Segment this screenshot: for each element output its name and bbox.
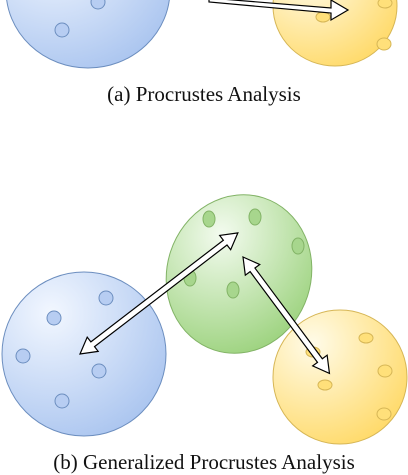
blue-point [15, 348, 31, 364]
yellow-point [358, 332, 374, 344]
blue-point [46, 310, 62, 326]
diagram-canvas [1, 0, 408, 445]
yellow-point [377, 364, 393, 378]
blue-point [91, 363, 107, 379]
blue-point [54, 393, 70, 409]
blue-point [90, 0, 106, 10]
yellow-point [376, 407, 392, 421]
green-point [226, 281, 240, 299]
green-point [291, 237, 305, 255]
panel-a-yellow-shape [272, 0, 398, 67]
panel-a-blue-shape [6, 0, 170, 69]
yellow-point [315, 11, 331, 23]
yellow-point [317, 379, 333, 391]
caption-b: (b) Generalized Procrustes Analysis [53, 450, 355, 474]
green-point [202, 210, 216, 228]
yellow-point [377, 0, 393, 9]
blue-point [98, 290, 114, 306]
panel-b-arrow-blue-green [79, 232, 239, 355]
yellow-point [376, 37, 392, 51]
caption-a: (a) Procrustes Analysis [107, 82, 301, 106]
panel-b-arrow-green-yellow [242, 256, 331, 375]
blue-point [54, 22, 70, 38]
green-point [248, 208, 262, 226]
panel-b-green-shape [165, 194, 313, 354]
panel-a-arrow [208, 0, 350, 22]
